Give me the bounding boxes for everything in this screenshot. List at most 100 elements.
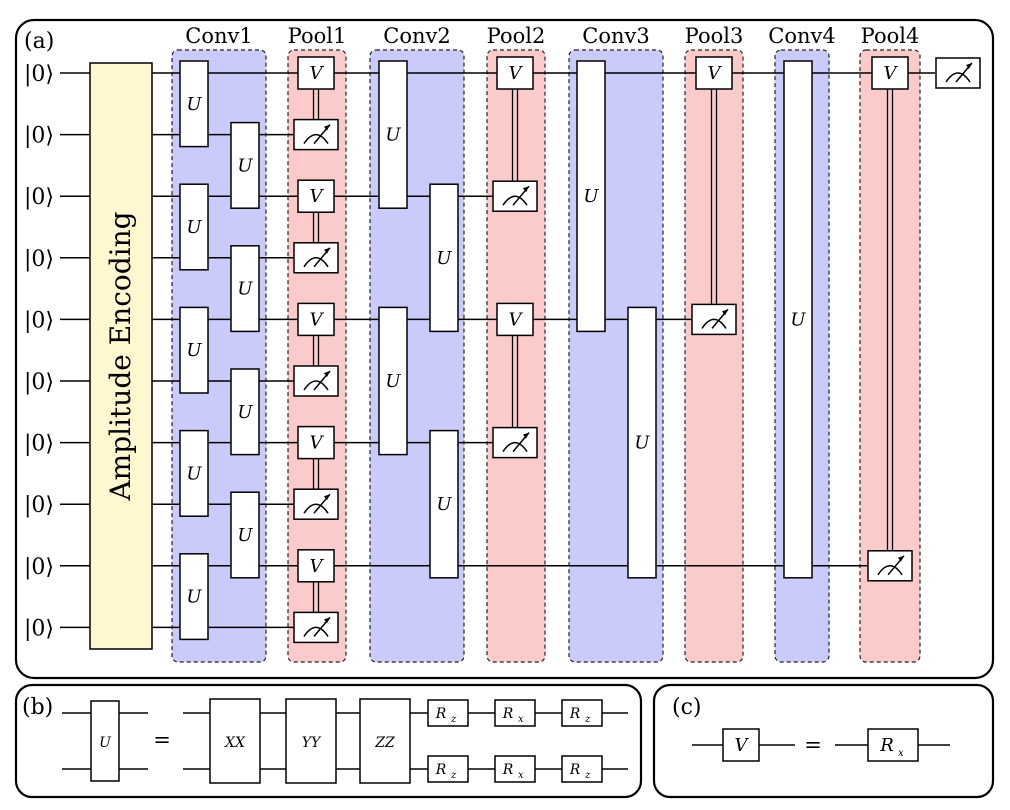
pool1-v-0-label: V: [310, 63, 325, 84]
conv2-u-2: [429, 183, 459, 333]
pb-zz-gate: [359, 698, 411, 784]
pb-rx-bottom: [494, 755, 536, 783]
amplitude-encoding-box: [89, 62, 153, 650]
conv4-u-0-label: U: [790, 309, 806, 330]
pb-yy-gate-label: YY: [302, 735, 322, 751]
conv1-u-a1: [179, 183, 209, 271]
conv1-u-a2-label: U: [186, 340, 202, 361]
pool1-v-3-label: V: [310, 433, 325, 454]
pb-rz-top-2: [561, 699, 603, 727]
ket-6: |0⟩: [24, 432, 54, 457]
pool1-v-4: [297, 549, 335, 583]
pool1-v-4-label: V: [310, 556, 325, 577]
pb-rx-top-label: R: [502, 706, 514, 722]
pb-rx-top-sub: x: [518, 714, 524, 725]
conv1-u-b3: [230, 491, 260, 579]
conv3-u-1-label: U: [634, 433, 650, 454]
pb-rz-bottom-2: [561, 755, 603, 783]
pool1-meter-1-arrowhead: [324, 247, 330, 254]
pool1-meter-0-arrowhead: [324, 124, 330, 131]
conv1-u-b1: [230, 245, 260, 333]
pool1-meter-2: [293, 365, 339, 397]
conv2-u-3-label: U: [436, 494, 452, 515]
pool1-meter-3-arc: [303, 503, 329, 514]
pb-rz-bottom-1-label: R: [435, 762, 447, 778]
conv1-u-a0: [179, 60, 209, 148]
pb-rz-bottom-1: [427, 755, 469, 783]
layer-title-conv1: Conv1: [185, 24, 252, 48]
pool2-meter-1-arc: [502, 441, 528, 453]
pool2-meter-1-arrowhead: [523, 432, 529, 439]
ket-2: |0⟩: [24, 185, 54, 210]
layer-title-pool2: Pool2: [487, 24, 546, 48]
pool1-v-2-label: V: [310, 309, 325, 330]
pb-rz-top-2-label: R: [569, 706, 581, 722]
pool4-meter-0-arc: [877, 565, 903, 576]
conv1-u-a3: [179, 429, 209, 517]
ket-9: |0⟩: [24, 616, 54, 641]
pool1-meter-3-arrowhead: [324, 494, 330, 501]
pool2-meter-0-arc: [502, 195, 528, 206]
pool4-v-0: [871, 56, 909, 90]
pool1-v-1-label: V: [310, 186, 325, 207]
pool3-v-0-label: V: [708, 63, 723, 84]
pool1-v-3: [297, 425, 335, 460]
pc-rx-label: R: [879, 735, 894, 756]
layer-title-conv3: Conv3: [582, 24, 649, 48]
final-meter-arrowhead: [966, 63, 972, 69]
pool3-meter-0-arc: [701, 318, 727, 329]
ket-5: |0⟩: [24, 370, 54, 395]
pb-xx-gate: [209, 698, 261, 784]
conv1-u-b3-label: U: [237, 525, 253, 546]
conv1-u-b1-label: U: [237, 279, 253, 300]
pool3-v-0: [695, 56, 733, 90]
pool1-meter-4-arc: [303, 626, 329, 637]
pb-rx-bottom-label: R: [502, 762, 514, 778]
pool2-v-1-label: V: [509, 309, 524, 330]
ket-7: |0⟩: [24, 493, 54, 518]
conv1-u-a1-label: U: [186, 217, 202, 238]
conv2-u-2-label: U: [436, 248, 452, 269]
conv2-u-1: [378, 306, 408, 456]
conv1-u-b0: [230, 121, 260, 209]
pb-rz-bottom-2-label: R: [569, 762, 581, 778]
panel-a-label: (a): [24, 29, 54, 54]
pb-rz-bottom-2-sub: z: [584, 770, 591, 781]
qubit-init-labels: |0⟩|0⟩|0⟩|0⟩|0⟩|0⟩|0⟩|0⟩|0⟩|0⟩: [24, 62, 54, 641]
pool1-meter-1-arc: [303, 257, 329, 268]
layer-title-pool4: Pool4: [861, 24, 920, 48]
pc-equals: =: [804, 733, 822, 757]
conv3-u-1: [627, 306, 657, 579]
conv2-u-0: [378, 60, 408, 209]
conv1-u-a4: [179, 553, 209, 641]
ket-4: |0⟩: [24, 308, 54, 333]
pb-rz-top-1-label: R: [435, 706, 447, 722]
pc-rx-gate: [867, 728, 919, 762]
pc-rx-sub: x: [898, 748, 904, 759]
pb-u-label: U: [99, 735, 112, 751]
layer-bg-pool2: [486, 49, 546, 663]
pb-rz-top-1-sub: z: [450, 714, 457, 725]
conv3-u-0-label: U: [583, 186, 599, 207]
pool1-meter-4-arrowhead: [324, 617, 330, 624]
pool1-meter-0-arc: [303, 133, 329, 145]
ket-8: |0⟩: [24, 555, 54, 580]
pc-v-gate: [722, 728, 760, 762]
layer-bg-pool3: [684, 49, 744, 663]
pb-rx-bottom-sub: x: [518, 770, 524, 781]
pool1-meter-2-arc: [303, 380, 329, 391]
conv1-u-b2-label: U: [237, 402, 253, 423]
conv1-u-b2: [230, 368, 260, 456]
pool3-meter-0-arrowhead: [722, 309, 728, 316]
conv1-u-a2: [179, 306, 209, 394]
pool2-v-1: [496, 302, 534, 337]
pool2-v-0-label: V: [509, 63, 524, 84]
pb-rz-top-2-sub: z: [584, 714, 591, 725]
pb-xx-gate-label: XX: [224, 735, 246, 751]
pb-rz-top-1: [427, 699, 469, 727]
panel-c-label: (c): [672, 695, 702, 720]
final-meter-arc: [945, 72, 971, 83]
ket-3: |0⟩: [24, 247, 54, 272]
